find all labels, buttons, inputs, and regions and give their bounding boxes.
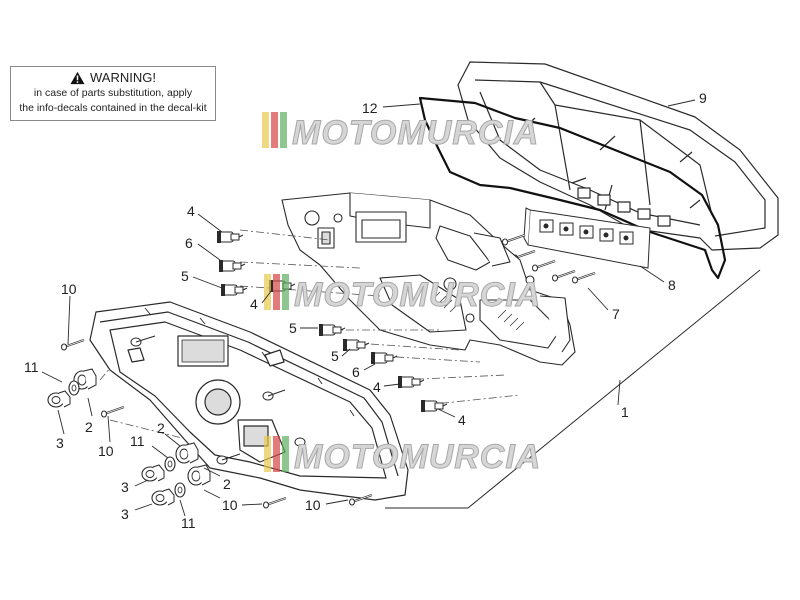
callout-2-a: 2 — [85, 419, 93, 435]
callout-10-b: 10 — [98, 443, 114, 459]
button-pad-part — [523, 207, 651, 269]
callout-9: 9 — [699, 90, 707, 106]
assembly-bracket-line — [385, 269, 761, 509]
watermark-bottom: MOTOMURCIA — [264, 436, 541, 477]
callout-10-a: 10 — [61, 281, 77, 297]
watermark-top: MOTOMURCIA — [262, 112, 539, 153]
callout-4-b: 4 — [250, 296, 258, 312]
warning-title: WARNING! — [90, 70, 156, 85]
callout-6-b: 6 — [352, 364, 360, 380]
watermark-text-bottom: MOTOMURCIA — [294, 438, 541, 476]
callout-6-a: 6 — [185, 235, 193, 251]
warning-triangle-icon — [70, 71, 85, 84]
callout-11-c: 11 — [181, 515, 196, 531]
callout-3-c: 3 — [121, 506, 129, 522]
warning-line-2: the info-decals contained in the decal-k… — [19, 102, 207, 114]
top-cover-part — [457, 61, 779, 251]
warning-line-1: in case of parts substitution, apply — [33, 87, 193, 99]
callout-4-d: 4 — [458, 412, 466, 428]
callout-labels: 12 9 4 6 5 4 8 7 10 5 5 6 4 4 1 11 2 3 1… — [24, 90, 707, 531]
callout-3-a: 3 — [56, 435, 64, 451]
watermark-middle: MOTOMURCIA — [264, 274, 541, 315]
callout-3-b: 3 — [121, 479, 129, 495]
callout-11-a: 11 — [24, 359, 39, 375]
callout-8: 8 — [668, 277, 676, 293]
callout-2-b: 2 — [157, 420, 165, 436]
callout-10-d: 10 — [305, 497, 321, 513]
callout-1: 1 — [621, 404, 629, 420]
callout-11-b: 11 — [130, 433, 145, 449]
callout-4-a: 4 — [187, 203, 195, 219]
callout-7: 7 — [612, 306, 620, 322]
warning-notice: WARNING! in case of parts substitution, … — [10, 66, 216, 121]
warning-heading: WARNING! — [11, 70, 215, 85]
lower-housing-part — [89, 301, 409, 501]
leader-lines — [41, 99, 696, 517]
callout-12: 12 — [362, 100, 378, 116]
callout-5-c: 5 — [331, 348, 339, 364]
gasket-part — [418, 96, 727, 280]
callout-5-b: 5 — [289, 320, 297, 336]
callout-10-c: 10 — [222, 497, 238, 513]
callout-2-c: 2 — [223, 476, 231, 492]
watermark-text-top: MOTOMURCIA — [292, 114, 539, 152]
callout-5-a: 5 — [181, 268, 189, 284]
watermark-text-middle: MOTOMURCIA — [294, 276, 541, 314]
callout-4-c: 4 — [373, 379, 381, 395]
circuit-board-part — [281, 192, 576, 366]
